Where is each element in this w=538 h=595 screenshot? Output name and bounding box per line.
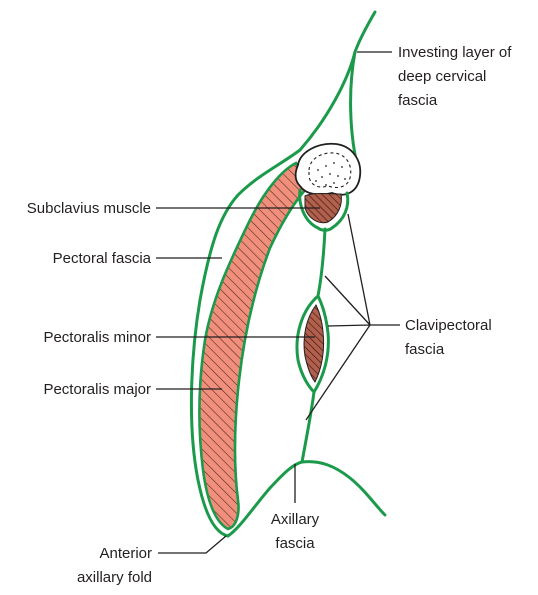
- investing-layer-inner: [349, 50, 358, 162]
- leader-clavipectoral: [305, 213, 400, 421]
- label-investing-layer-2: deep cervical: [398, 68, 486, 85]
- label-pectoralis-minor: Pectoralis minor: [43, 329, 151, 346]
- label-investing-layer-3: fascia: [398, 92, 438, 109]
- label-clavipectoral-1: Clavipectoral: [405, 317, 492, 334]
- leader-anterior-fold: [158, 535, 227, 554]
- label-axillary-1: Axillary: [271, 511, 320, 528]
- label-investing-layer-1: Investing layer of: [398, 44, 512, 61]
- label-pectoralis-major: Pectoralis major: [43, 381, 151, 398]
- label-axillary-2: fascia: [275, 535, 315, 552]
- clavipectoral-fascia-line: [300, 227, 327, 464]
- subclavius-muscle: [304, 193, 342, 224]
- label-subclavius-muscle: Subclavius muscle: [27, 200, 151, 217]
- axillary-fascia: [226, 460, 387, 538]
- pectoralis-minor-muscle: [303, 304, 325, 383]
- clavicle-marrow: [308, 152, 352, 188]
- pectoralis-minor-sheath: [295, 294, 330, 394]
- label-pectoral-fascia: Pectoral fascia: [53, 250, 152, 267]
- clavicle-bone: [294, 142, 362, 196]
- label-clavipectoral-2: fascia: [405, 341, 445, 358]
- clavicle-dots: [315, 162, 346, 186]
- pectoralis-major-muscle: [198, 161, 307, 531]
- label-anterior-fold-1: Anterior: [99, 545, 152, 562]
- label-anterior-fold-2: axillary fold: [77, 569, 152, 586]
